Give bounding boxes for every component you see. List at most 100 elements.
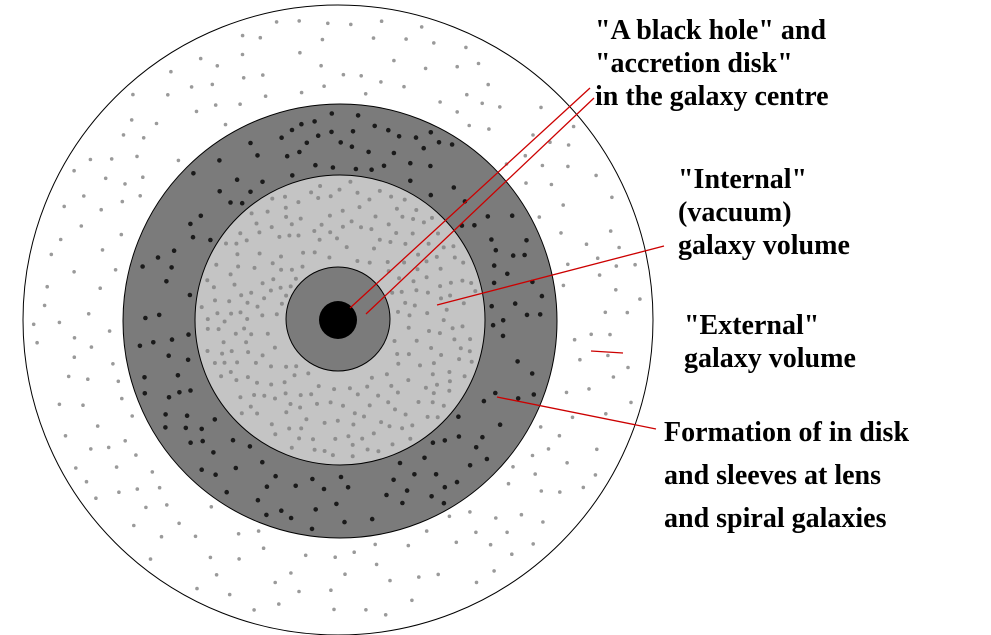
speckle-dot [434, 254, 439, 259]
speckle-dot [81, 403, 85, 408]
speckle-dot [350, 442, 355, 447]
speckle-dot [505, 271, 510, 277]
speckle-dot [283, 194, 287, 199]
speckle-dot [258, 35, 263, 40]
speckle-dot [332, 387, 337, 392]
speckle-dot [347, 386, 352, 391]
speckle-dot [221, 340, 226, 345]
speckle-dot [169, 265, 174, 270]
speckle-dot [265, 331, 270, 336]
speckle-dot [584, 242, 589, 246]
speckle-dot [297, 149, 302, 155]
speckle-dot [328, 194, 333, 199]
speckle-dot [322, 84, 326, 88]
speckle-dot [403, 412, 408, 417]
speckle-dot [441, 318, 446, 323]
speckle-dot [301, 250, 306, 255]
speckle-dot [213, 472, 218, 478]
speckle-dot [322, 449, 327, 453]
speckle-dot [515, 396, 521, 401]
speckle-dot [185, 357, 191, 363]
speckle-dot [279, 267, 284, 272]
pointer-lines [349, 87, 665, 430]
speckle-dot [448, 280, 453, 285]
speckle-dot [345, 485, 351, 490]
speckle-dot [238, 231, 243, 236]
speckle-dot [457, 357, 462, 362]
speckle-dot [57, 402, 62, 407]
external-label-line-1: "External" [684, 310, 820, 341]
speckle-dot [205, 326, 210, 331]
speckle-dot [355, 190, 360, 195]
speckle-dot [89, 447, 93, 451]
speckle-dot [82, 194, 86, 198]
speckle-dot [465, 92, 469, 97]
speckle-dot [511, 465, 515, 469]
speckle-dot [283, 205, 288, 210]
speckle-dot [497, 422, 503, 428]
speckle-dot [388, 578, 392, 583]
speckle-dot [425, 290, 430, 295]
speckle-dot [625, 310, 630, 315]
speckle-dot [260, 459, 265, 465]
speckle-dot [190, 234, 196, 240]
speckle-dot [289, 445, 294, 450]
speckle-dot [461, 260, 466, 265]
speckle-dot [362, 414, 366, 419]
speckle-dot [175, 373, 181, 378]
speckle-dot [205, 317, 210, 322]
speckle-dot [408, 178, 413, 184]
speckle-dot [297, 589, 301, 594]
speckle-dot [315, 133, 321, 138]
speckle-dot [294, 364, 299, 369]
speckle-dot [364, 608, 368, 612]
speckle-dot [223, 122, 228, 127]
speckle-dot [316, 196, 321, 200]
speckle-dot [425, 311, 430, 316]
speckle-dot [374, 562, 379, 567]
speckle-dot [213, 298, 217, 303]
speckle-dot [485, 214, 491, 219]
speckle-dot [433, 472, 439, 477]
speckle-dot [134, 453, 138, 457]
speckle-dot [355, 259, 360, 263]
speckle-dot [249, 211, 254, 216]
speckle-dot [439, 296, 443, 301]
speckle-dot [491, 280, 497, 286]
speckle-dot [157, 485, 162, 490]
speckle-dot [456, 414, 461, 420]
speckle-dot [264, 512, 269, 518]
speckle-dot [123, 182, 127, 186]
speckle-dot [255, 411, 260, 416]
speckle-dot [334, 501, 339, 507]
speckle-dot [328, 230, 333, 235]
speckle-dot [429, 346, 434, 350]
speckle-dot [224, 489, 229, 495]
speckle-dot [524, 312, 530, 318]
speckle-dot [246, 350, 251, 355]
speckle-dot [610, 195, 614, 200]
speckle-dot [299, 426, 304, 431]
speckle-dot [572, 337, 577, 342]
speckle-dot [492, 569, 496, 573]
speckle-dot [248, 189, 253, 195]
internal-volume-dots [199, 179, 478, 459]
speckle-dot [566, 164, 570, 169]
speckle-dot [111, 362, 115, 366]
speckle-dot [274, 20, 279, 24]
speckle-dot [348, 179, 353, 184]
speckle-dot [369, 227, 374, 232]
speckle-dot [248, 404, 253, 409]
speckle-dot [100, 248, 105, 252]
black-hole [319, 301, 357, 339]
speckle-dot [212, 361, 217, 365]
speckle-dot [424, 529, 429, 533]
speckle-dot [279, 135, 284, 140]
internal-label-line-3: galaxy volume [678, 230, 850, 261]
speckle-dot [232, 282, 237, 287]
speckle-dot [277, 234, 282, 239]
speckle-dot [94, 496, 98, 501]
speckle-dot [74, 466, 78, 470]
speckle-dot [351, 422, 356, 427]
speckle-dot [222, 360, 227, 365]
